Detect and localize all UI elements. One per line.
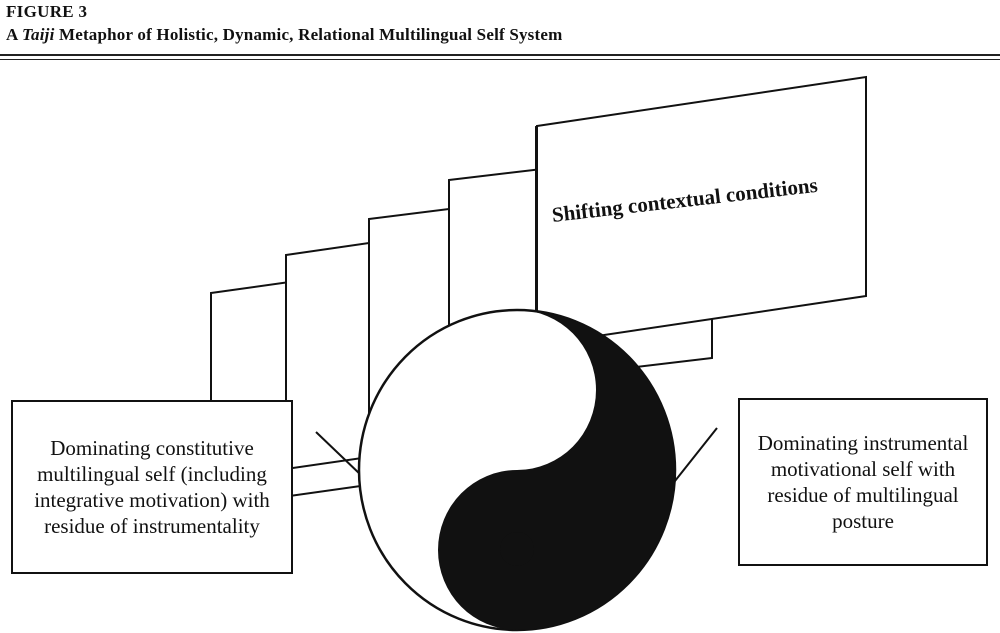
instrumental-self-box: Dominating instrumental motivational sel… — [738, 398, 988, 566]
figure-caption: A Taiji Metaphor of Holistic, Dynamic, R… — [6, 25, 562, 45]
taiji-symbol — [357, 308, 677, 632]
caption-rule-thin — [0, 59, 1000, 60]
constitutive-self-box: Dominating constitutive multilingual sel… — [11, 400, 293, 574]
caption-prefix: A — [6, 25, 22, 44]
constitutive-self-text: Dominating constitutive multilingual sel… — [34, 436, 270, 538]
taiji-dark-half — [438, 310, 675, 630]
instrumental-self-text: Dominating instrumental motivational sel… — [757, 431, 969, 533]
taiji-dark-dot — [500, 532, 534, 566]
caption-italic-term: Taiji — [22, 25, 55, 44]
taiji-light-dot — [500, 375, 534, 409]
right-connector-line — [670, 427, 718, 487]
context-panel-front — [536, 75, 867, 347]
left-connector-line — [315, 431, 363, 477]
caption-rule-thick — [0, 54, 1000, 56]
figure-label: FIGURE 3 — [6, 2, 88, 21]
caption-suffix: Metaphor of Holistic, Dynamic, Relationa… — [54, 25, 563, 44]
